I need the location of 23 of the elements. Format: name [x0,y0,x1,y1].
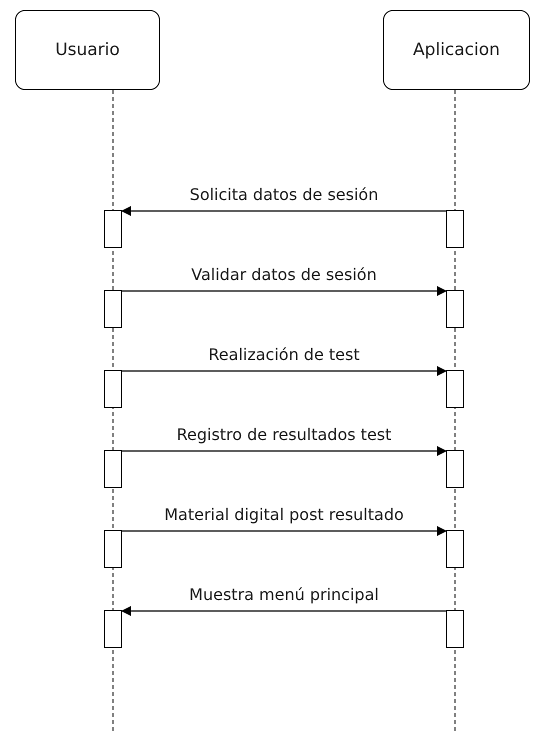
message-arrow [121,206,446,216]
activation-bar [104,290,122,328]
activation-bar [446,210,464,248]
message-arrow [122,526,447,536]
participant-box: Aplicacion [383,10,530,90]
activation-bar [446,610,464,648]
activation-bar [446,370,464,408]
message-label: Material digital post resultado [163,505,405,524]
message-arrow [122,286,447,296]
activation-bar [446,530,464,568]
message-label: Muestra menú principal [188,585,380,604]
message-arrow [121,606,446,616]
message-label: Registro de resultados test [176,425,392,444]
activation-bar [104,610,122,648]
activation-bar [104,530,122,568]
participant-box: Usuario [15,10,160,90]
activation-bar [104,210,122,248]
activation-bar [446,450,464,488]
activation-bar [446,290,464,328]
activation-bar [104,370,122,408]
message-arrow [122,366,447,376]
message-arrow [122,446,447,456]
activation-bar [104,450,122,488]
